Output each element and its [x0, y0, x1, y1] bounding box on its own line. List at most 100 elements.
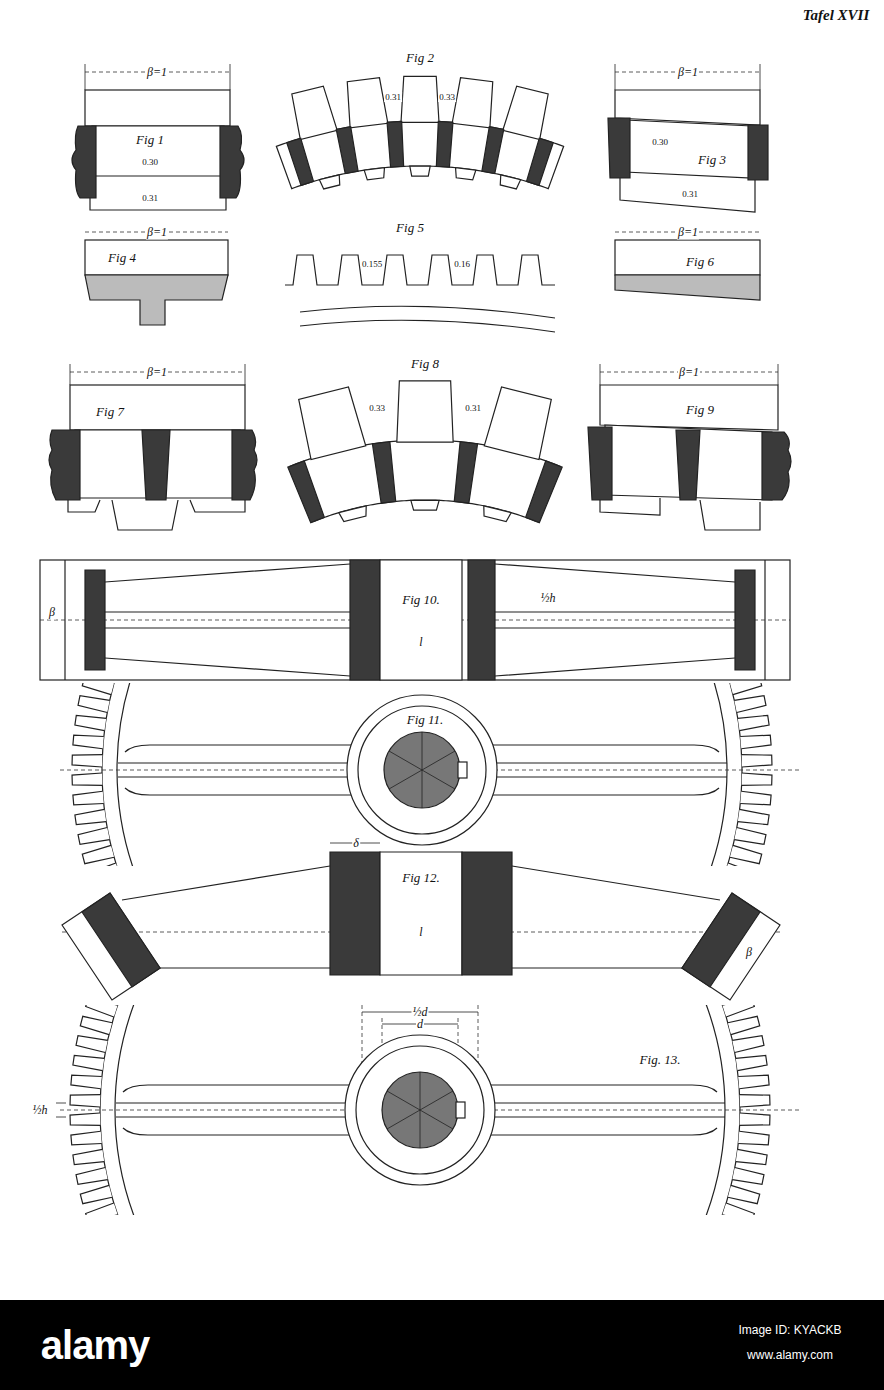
- fig11-wheel-view-part: [72, 773, 102, 785]
- fig2-gear-segment-part: [436, 121, 453, 167]
- fig13-arms-hub-part: [491, 1085, 717, 1135]
- dimension-label: 0.31: [464, 403, 482, 413]
- fig8-gear-segment: [288, 381, 562, 523]
- dimension-label: β=1: [146, 225, 168, 240]
- fig2-gear-segment-part: [503, 86, 548, 139]
- fig2-gear-segment-part: [364, 168, 384, 180]
- fig11-wheel-view-part: [738, 715, 769, 730]
- fig13-wheel-view-part: [86, 1005, 118, 1017]
- figure-label: Fig 4: [107, 250, 137, 266]
- fig13-arms-hub-part: [345, 1035, 495, 1185]
- fig11-arms-hub-part: [458, 762, 467, 778]
- dimension-label: β=1: [677, 65, 699, 80]
- dimension-label: 0.33: [368, 403, 386, 413]
- fig5-rack-part: [285, 255, 555, 285]
- dimension-label: β=1: [678, 365, 700, 380]
- figure-label: Fig 10.: [401, 592, 441, 608]
- watermark-logo: alamy: [40, 1323, 150, 1368]
- fig13-wheel-view-part: [80, 1185, 112, 1203]
- fig7-rim-section-part: [49, 430, 80, 500]
- fig9-rim-section-part: [588, 427, 612, 500]
- fig13-wheel-view-part: [115, 1005, 725, 1215]
- dimension-label: 0.31: [681, 189, 699, 199]
- fig1-rim-section-part: [85, 90, 230, 126]
- fig8-gear-segment-part: [288, 461, 325, 523]
- dimension-symbol: δ: [352, 836, 360, 851]
- fig10-wheel-section-part: [735, 570, 755, 670]
- fig2-gear-segment-part: [319, 175, 339, 189]
- fig3-rim-section-part: [620, 172, 755, 212]
- fig11-wheel-view-part: [78, 696, 110, 713]
- fig7-rim-section: [49, 364, 257, 530]
- fig2-gear-segment-part: [482, 127, 504, 174]
- fig2-gear-segment: [276, 76, 563, 189]
- fig13-wheel-view-part: [73, 1149, 104, 1164]
- fig13-arms-hub-part: [56, 1103, 66, 1117]
- fig6-rim-section-part: [615, 240, 760, 275]
- fig13-wheel-view-part: [740, 1095, 770, 1107]
- fig13-wheel-view-part: [70, 1095, 100, 1107]
- fig13-wheel-view-part: [70, 1113, 100, 1125]
- fig11-wheel-view-part: [734, 696, 766, 713]
- fig13-arms-hub: [56, 1005, 800, 1185]
- figure-label: Fig 12.: [401, 870, 441, 886]
- fig13-arms-hub-part: [382, 1072, 458, 1148]
- fig12-bevel-wheel-section-part: [122, 866, 330, 968]
- figure-label: Fig 11.: [406, 712, 445, 728]
- fig11-wheel-view-part: [734, 828, 766, 845]
- fig7-rim-section-part: [70, 385, 245, 430]
- watermark-text: Image ID: KYACKB: [737, 1323, 842, 1337]
- fig13-wheel-view-part: [738, 1075, 769, 1089]
- fig10-wheel-section-part: [380, 560, 462, 680]
- figure-label: Fig 8: [410, 356, 440, 372]
- figure-label: Fig. 13.: [639, 1052, 682, 1068]
- figure-label: Fig 5: [395, 220, 425, 236]
- fig11-wheel-view-part: [730, 845, 762, 863]
- fig2-gear-segment-part: [387, 121, 404, 167]
- fig1-rim-section-part: [220, 126, 244, 198]
- fig6-rim-section-part: [615, 275, 760, 300]
- fig2-gear-segment-part: [410, 166, 430, 176]
- fig4-rim-section-part: [85, 240, 228, 275]
- fig2-gear-segment-part: [527, 138, 554, 185]
- fig13-wheel-view-part: [73, 1055, 104, 1070]
- fig9-rim-section-part: [600, 385, 778, 430]
- fig11-wheel-view-part: [738, 809, 769, 824]
- fig8-gear-segment-part: [372, 442, 395, 504]
- fig1-rim-section: [72, 64, 244, 210]
- fig13-arms-hub-part: [387, 1072, 453, 1148]
- figure-label: Fig 3: [697, 152, 727, 168]
- fig8-gear-segment-part: [484, 387, 551, 460]
- fig8-gear-segment-part: [397, 381, 453, 442]
- fig9-rim-section-part: [676, 430, 700, 500]
- fig10-wheel-section: [40, 560, 790, 680]
- fig8-gear-segment-part: [411, 500, 439, 510]
- figure-label: Fig 6: [685, 254, 715, 270]
- fig9-rim-section-part: [778, 364, 779, 385]
- fig12-bevel-wheel-section-part: [682, 893, 760, 987]
- fig1-rim-section-part: [90, 178, 226, 210]
- fig3-rim-section-part: [615, 90, 760, 125]
- fig1-rim-section-part: [230, 64, 231, 90]
- watermark-text: www.alamy.com: [746, 1348, 834, 1362]
- figure-label: Fig 9: [685, 402, 715, 418]
- fig3-rim-section-part: [615, 64, 616, 90]
- dimension-symbol: ½h: [32, 1103, 49, 1118]
- dimension-label: β=1: [146, 365, 168, 380]
- fig13-wheel-view-part: [728, 1185, 760, 1203]
- fig11-wheel-view-part: [102, 683, 742, 866]
- fig2-gear-segment-part: [287, 138, 314, 185]
- fig2-gear-segment-part: [452, 78, 493, 128]
- dimension-label: β=1: [677, 225, 699, 240]
- plate-title: Tafel XVII: [802, 7, 871, 24]
- fig2-gear-segment-part: [500, 175, 520, 189]
- dimension-symbol: d: [416, 1017, 424, 1032]
- fig11-arms-hub-part: [347, 695, 497, 845]
- fig6-rim-section: [615, 232, 760, 300]
- fig13-wheel-view-part: [728, 1016, 760, 1034]
- fig12-bevel-wheel-section-part: [330, 852, 380, 975]
- fig7-rim-section-part: [245, 364, 246, 385]
- fig8-gear-segment-part: [339, 506, 366, 522]
- fig13-wheel-view-part: [76, 1168, 108, 1185]
- fig5-rack-part: [300, 306, 555, 318]
